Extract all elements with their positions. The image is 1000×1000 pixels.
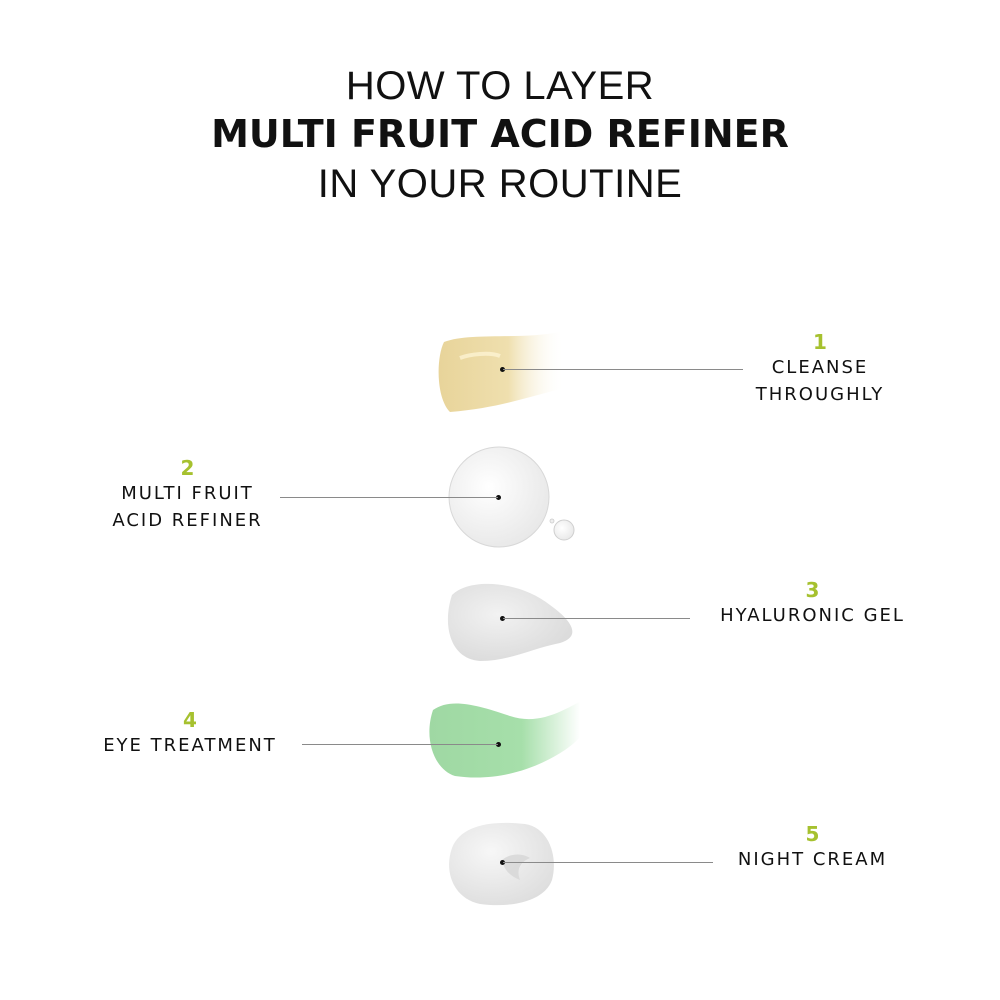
step-2-label: 2 MULTI FRUIT ACID REFINER xyxy=(100,456,275,534)
step-3-number: 3 xyxy=(805,578,820,602)
step-3-dot xyxy=(500,616,505,621)
green-cream-swatch xyxy=(429,694,598,778)
step-2-number: 2 xyxy=(180,456,195,480)
step-5-number: 5 xyxy=(805,822,820,846)
step-4-number: 4 xyxy=(183,708,197,732)
title-line-1: HOW TO LAYER xyxy=(345,64,655,108)
step-2-dot xyxy=(496,495,501,500)
title-product-name: MULTI FRUIT ACID REFINER xyxy=(211,112,789,156)
step-1-connector xyxy=(503,369,743,370)
step-5-dot xyxy=(500,860,505,865)
yellow-cleanser-swatch xyxy=(438,332,565,412)
step-3-label: 3 HYALURONIC GEL xyxy=(705,578,920,629)
step-3-connector xyxy=(503,618,690,619)
white-gel-swatch xyxy=(447,583,573,661)
step-5-label: 5 NIGHT CREAM xyxy=(725,822,900,873)
step-5-connector xyxy=(503,862,713,863)
step-1-dot xyxy=(500,367,505,372)
step-4-label: 4 EYE TREATMENT xyxy=(90,708,290,759)
title-line-3: IN YOUR ROUTINE xyxy=(317,162,683,206)
step-2-connector xyxy=(280,497,498,498)
step-1-number: 1 xyxy=(813,330,827,354)
step-4-connector xyxy=(302,744,498,745)
step-4-dot xyxy=(496,742,501,747)
step-1-label: 1 CLEANSE THROUGHLY xyxy=(735,330,905,408)
